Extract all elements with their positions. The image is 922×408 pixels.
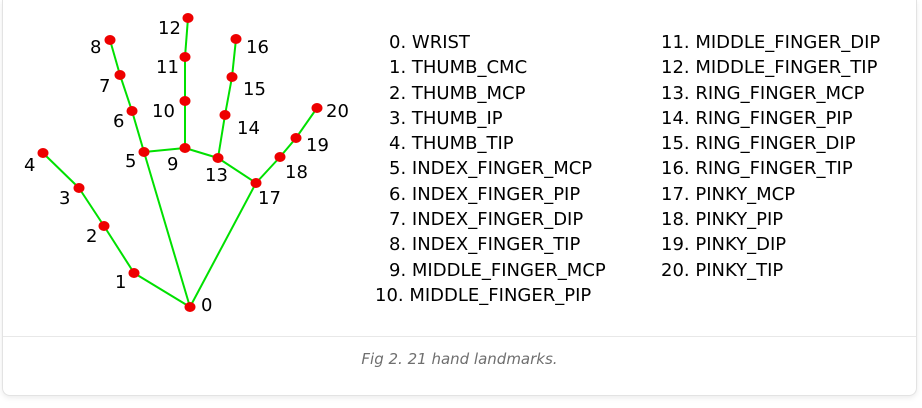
connection-0-1 [133,272,191,308]
legend-item-3: 3. THUMB_IP [389,107,503,129]
landmark-legend-left: 0. WRIST 1. THUMB_CMC 2. THUMB_MCP 3. TH… [375,30,606,308]
legend-item-6: 6. INDEX_FINGER_PIP [389,183,581,205]
connection-13-14 [217,114,226,159]
legend-item-11: 11. MIDDLE_FINGER_DIP [661,32,881,53]
landmark-point-3 [73,183,85,193]
hand-connections [42,17,318,308]
connection-5-6 [131,110,145,153]
landmark-number-17: 17 [258,188,281,209]
landmark-number-5: 5 [125,151,136,172]
legend-item-13: 13. RING_FINGER_MCP [661,82,865,104]
legend-item-20: 20. PINKY_TIP [661,259,784,281]
landmark-number-13: 13 [205,165,228,186]
connection-11-12 [184,17,189,58]
connection-15-16 [231,38,237,78]
caption-divider [3,336,916,337]
legend-item-5: 5. INDEX_FINGER_MCP [389,158,593,180]
landmark-number-10: 10 [152,101,175,122]
legend-item-17: 17. PINKY_MCP [661,183,796,205]
hand-landmark-numbers: 0 1 2 3 4 5 6 7 8 9 10 11 12 13 14 15 16… [24,18,349,316]
landmark-number-20: 20 [326,101,349,122]
landmark-point-1 [128,268,140,278]
landmark-point-5 [138,147,150,157]
landmark-number-9: 9 [167,154,178,175]
legend-item-19: 19. PINKY_DIP [661,234,787,256]
connection-5-9 [143,147,186,153]
legend-item-1: 1. THUMB_CMC [389,57,528,79]
connection-7-8 [109,39,121,76]
connection-17-18 [255,156,281,184]
landmark-number-2: 2 [86,226,97,247]
landmark-point-20 [311,103,323,113]
landmark-point-18 [274,152,286,162]
landmark-number-8: 8 [90,37,101,58]
legend-item-9: 9. MIDDLE_FINGER_MCP [389,259,606,281]
landmark-point-0 [184,302,196,312]
landmark-point-14 [219,110,231,120]
landmark-number-3: 3 [59,188,70,209]
legend-item-10: 10. MIDDLE_FINGER_PIP [375,284,592,306]
hand-landmarks-figure: 0 1 2 3 4 5 6 7 8 9 10 11 12 13 14 15 16… [3,0,918,336]
landmark-point-2 [98,221,110,231]
landmark-point-10 [179,96,191,106]
landmark-point-13 [212,153,224,163]
landmark-number-12: 12 [158,18,181,39]
landmark-number-4: 4 [24,155,35,176]
connection-0-17 [189,182,257,308]
landmark-point-6 [126,106,138,116]
connection-19-20 [295,107,318,139]
landmark-point-15 [226,72,238,82]
legend-item-14: 14. RING_FINGER_PIP [661,107,853,129]
landmark-number-1: 1 [115,272,126,293]
legend-item-15: 15. RING_FINGER_DIP [661,133,856,155]
connection-2-3 [78,187,105,227]
landmark-number-0: 0 [201,295,212,316]
landmark-number-11: 11 [156,57,179,78]
connection-0-5 [143,151,191,308]
landmark-number-15: 15 [243,79,266,100]
hand-landmark-points [37,13,323,312]
landmark-point-4 [37,148,49,158]
legend-item-7: 7. INDEX_FINGER_DIP [389,209,584,231]
legend-item-8: 8. INDEX_FINGER_TIP [389,234,581,256]
connection-3-4 [42,152,80,189]
landmark-number-7: 7 [99,76,110,97]
landmark-point-17 [250,178,262,188]
landmark-number-18: 18 [285,162,308,183]
landmark-number-19: 19 [306,135,329,156]
landmark-point-8 [104,35,116,45]
landmark-point-7 [114,70,126,80]
landmark-point-9 [179,143,191,153]
legend-item-18: 18. PINKY_PIP [661,209,784,231]
landmark-point-11 [179,52,191,62]
landmark-number-16: 16 [246,37,269,58]
landmark-point-19 [290,133,302,143]
connection-1-2 [103,225,135,274]
landmark-point-12 [182,13,194,23]
legend-item-16: 16. RING_FINGER_TIP [661,158,853,180]
hand-diagram: 0 1 2 3 4 5 6 7 8 9 10 11 12 13 14 15 16… [24,13,349,316]
landmark-number-6: 6 [113,111,124,132]
connection-13-17 [217,157,257,184]
legend-item-0: 0. WRIST [389,32,470,53]
connection-14-15 [224,76,233,116]
legend-item-2: 2. THUMB_MCP [389,82,526,104]
landmark-point-16 [230,34,242,44]
landmark-number-14: 14 [237,118,260,139]
connection-9-13 [184,147,219,159]
figure-caption: Fig 2. 21 hand landmarks. [361,350,558,368]
connection-6-7 [119,74,133,112]
legend-item-4: 4. THUMB_TIP [389,133,514,155]
figure-card: 0 1 2 3 4 5 6 7 8 9 10 11 12 13 14 15 16… [2,0,917,396]
landmark-legend-right: 11. MIDDLE_FINGER_DIP 12. MIDDLE_FINGER_… [661,30,880,283]
legend-item-12: 12. MIDDLE_FINGER_TIP [661,57,878,79]
